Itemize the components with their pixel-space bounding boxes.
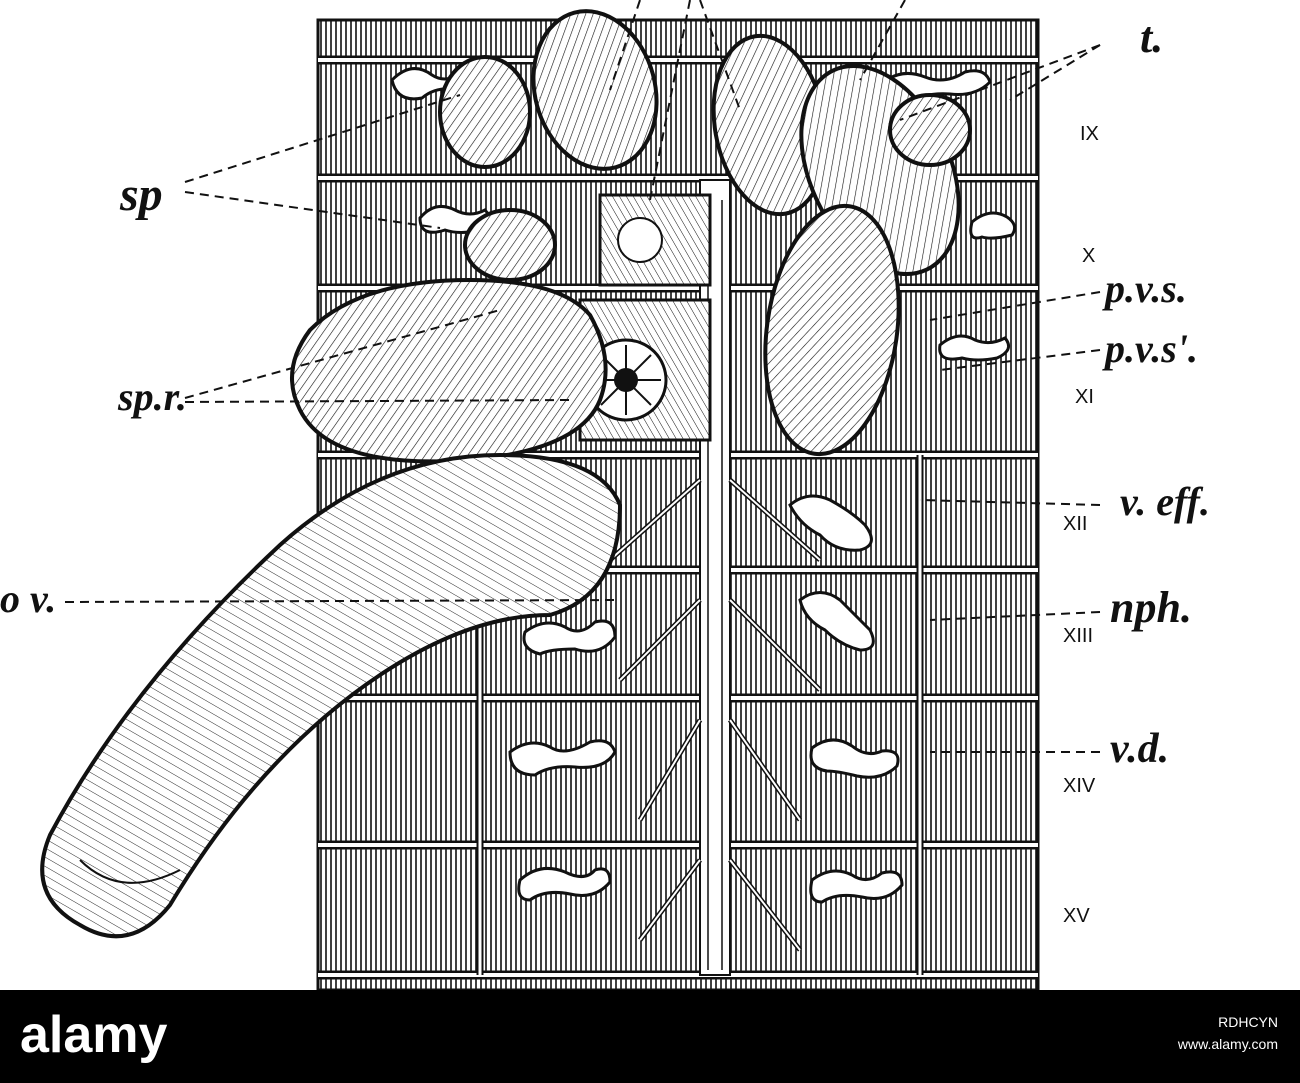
segment-numerals: IX X XI XII XIII XIV XV: [1063, 123, 1099, 927]
label-pvs: p.v.s.: [1102, 266, 1187, 311]
leader-lines: [64, 0, 1101, 753]
segment-x: X: [1082, 245, 1095, 267]
seminal-vesicles: [290, 9, 972, 464]
label-nph: nph.: [1110, 583, 1192, 632]
label-spr: sp.r.: [117, 374, 187, 419]
label-ov: o v.: [0, 576, 56, 621]
figure-labels: t. sp p.v.s. p.v.s'. sp.r. v. eff. o v. …: [0, 13, 1210, 772]
segment-xiv: XIV: [1063, 775, 1096, 797]
site-url: www.alamy.com: [1177, 1036, 1278, 1052]
label-sp: sp: [119, 168, 163, 221]
segment-xv: XV: [1063, 905, 1090, 927]
ovisac: [40, 452, 623, 939]
alamy-logo-text: alamy: [20, 1006, 168, 1064]
image-id: RDHCYN: [1218, 1014, 1278, 1030]
segment-ix: IX: [1080, 123, 1099, 145]
anatomical-figure: t. sp p.v.s. p.v.s'. sp.r. v. eff. o v. …: [0, 0, 1210, 990]
segment-xiii: XIII: [1063, 625, 1093, 647]
alamy-logo: alamy: [20, 1006, 168, 1064]
label-t: t.: [1140, 13, 1163, 62]
watermark-bar: alamy RDHCYN www.alamy.com: [0, 990, 1300, 1083]
segment-xii: XII: [1063, 513, 1087, 535]
segment-xi: XI: [1075, 386, 1094, 408]
label-veff: v. eff.: [1120, 479, 1210, 524]
label-vd: v.d.: [1110, 726, 1169, 772]
label-pvs-prime: p.v.s'.: [1102, 326, 1198, 371]
